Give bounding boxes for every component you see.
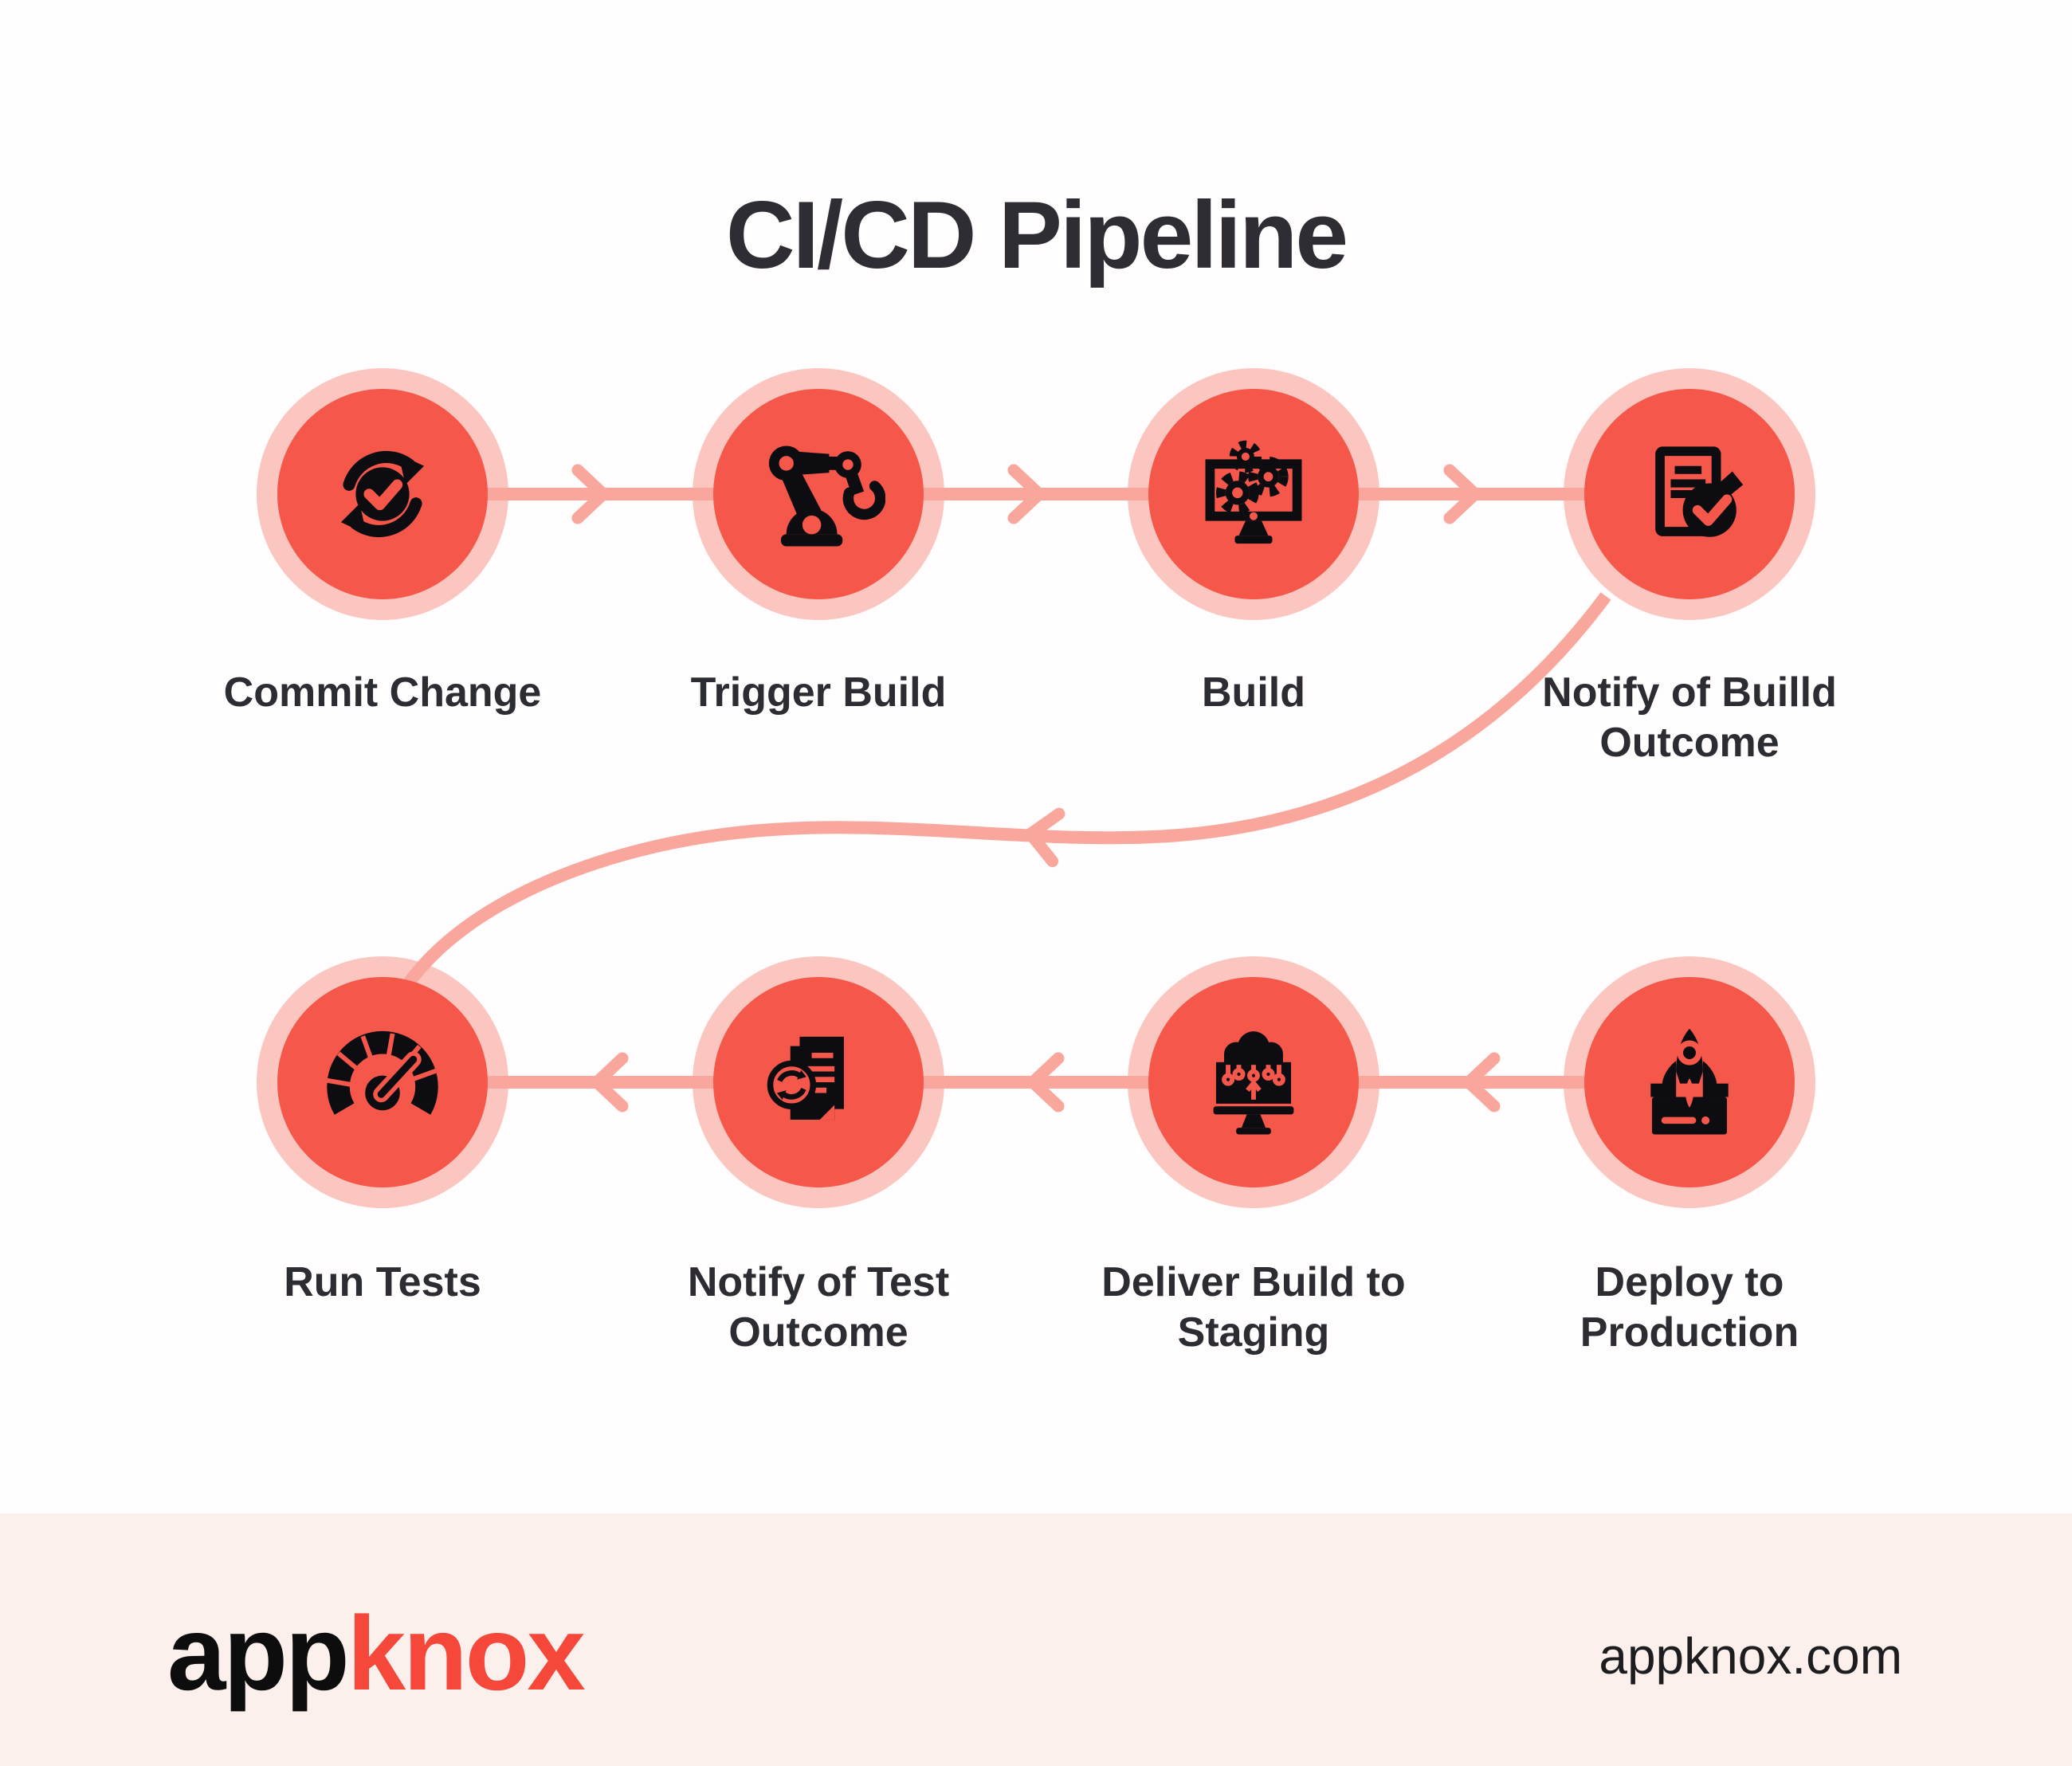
node-circle-notify-build-outcome: [1584, 389, 1795, 599]
arrow-right-icon: [1007, 464, 1046, 524]
node-circle-deliver-build-staging: [1148, 977, 1359, 1187]
footer: [0, 1513, 2072, 1766]
step-label: Notify of Test Outcome: [687, 1259, 950, 1356]
node-circle-run-tests: [277, 977, 488, 1187]
step-label: Deploy to Production: [1580, 1259, 1799, 1356]
step-label: Deliver Build to Staging: [1101, 1259, 1406, 1356]
step-label: Commit Change: [223, 669, 542, 716]
website-url: appknox.com: [1599, 1627, 1902, 1685]
sync-check-icon: [340, 450, 425, 538]
logo-knox: knox: [347, 1595, 586, 1712]
page-title: CI/CD Pipeline: [725, 182, 1348, 288]
node-circle-commit-change: [277, 389, 488, 599]
step-label: Run Tests: [284, 1259, 481, 1305]
step-label: Build: [1202, 669, 1305, 716]
arrow-right-icon: [571, 464, 610, 524]
robot-arm-icon: [768, 445, 885, 547]
arrow-left-icon: [1026, 1052, 1065, 1113]
arrow-left-icon: [1462, 1052, 1501, 1113]
node-circle-deploy-production: [1584, 977, 1795, 1187]
node-circle-build: [1148, 389, 1359, 599]
node-circle-trigger-build: [713, 389, 924, 599]
arrow-right-icon: [1443, 464, 1481, 524]
document-check-icon: [1655, 446, 1744, 537]
cloud-upload-monitor-icon: [1213, 1031, 1294, 1135]
node-circle-notify-test-outcome: [713, 977, 924, 1187]
monitor-gears-icon: [1205, 440, 1302, 544]
logo-app: app: [167, 1595, 350, 1712]
document-sync-icon: [767, 1036, 844, 1120]
gauge-icon: [325, 1030, 438, 1115]
arrow-left-icon: [1024, 807, 1065, 868]
appknox-logo: appknox: [167, 1595, 586, 1712]
rocket-launch-icon: [1650, 1028, 1729, 1135]
step-label: Notify of Builld Outcome: [1542, 669, 1837, 766]
connector-curve: [388, 592, 1611, 1009]
arrow-left-icon: [591, 1052, 629, 1113]
step-label: Trigger Build: [690, 669, 947, 716]
